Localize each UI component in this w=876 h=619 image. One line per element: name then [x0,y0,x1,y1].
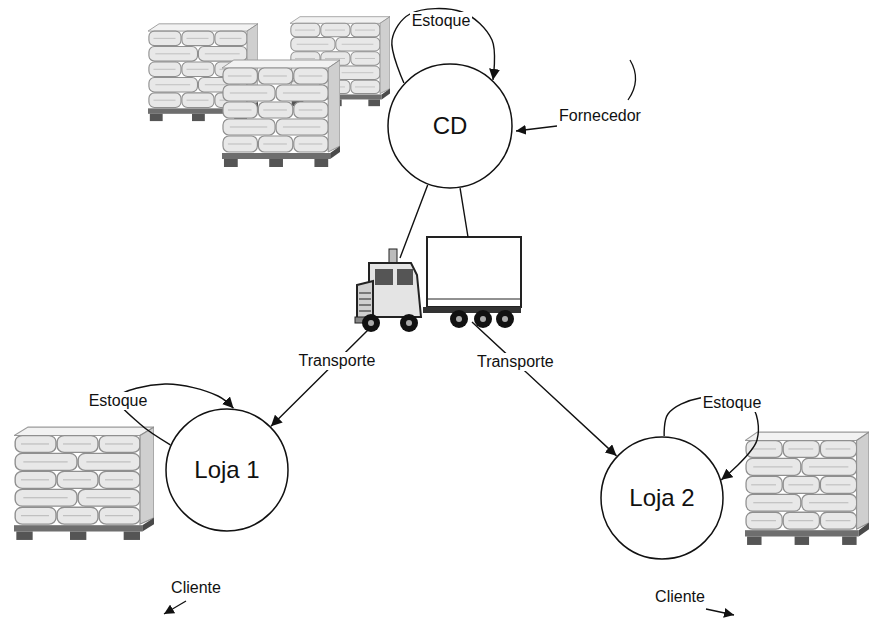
circle-node: Loja 2 [600,436,724,560]
node-label: CD [433,112,468,140]
node-label: Loja 2 [629,484,694,512]
supplier-mark [628,60,636,100]
customer-arrow [164,601,186,614]
transport-connector [460,188,616,456]
circle-node: CD [387,63,513,189]
flow-label: Cliente [653,588,707,606]
flow-label: Fornecedor [557,107,643,125]
customer-arrow [706,609,734,615]
edge-label: Estoque [87,392,150,410]
node-label: Loja 1 [194,456,259,484]
circle-node: Loja 1 [165,408,289,532]
edge-label: Estoque [701,394,764,412]
truck-illustration [355,237,521,332]
supplier-arrow [516,126,557,131]
edge-label: Estoque [410,12,473,30]
edge-label: Transporte [297,352,378,370]
cement-pallets [14,17,869,545]
flow-label: Cliente [169,579,223,597]
edge-label: Transporte [475,353,556,371]
transport-connector [271,185,428,426]
